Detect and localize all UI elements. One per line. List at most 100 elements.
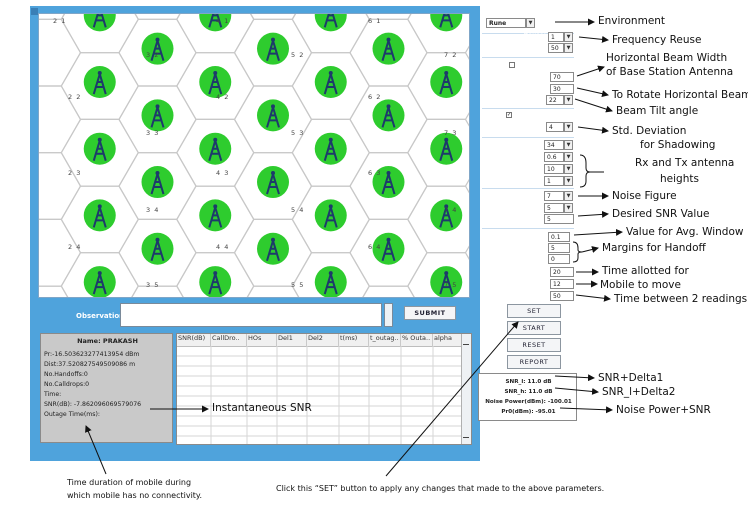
bw-label: BW(MHz): bbox=[509, 205, 542, 211]
antenna-tower-icon bbox=[199, 66, 232, 99]
cell-radius-field[interactable]: 50 bbox=[548, 43, 564, 53]
cell-id-label: 6 2 bbox=[368, 93, 382, 101]
timeslot-field[interactable]: 20 bbox=[550, 267, 574, 277]
annotation-noise-figure: Noise Figure bbox=[612, 190, 677, 202]
annotation-rotate: To Rotate Horizontal Beam bbox=[612, 89, 748, 101]
report-button[interactable]: REPORT bbox=[507, 355, 561, 369]
arrow-icon bbox=[576, 87, 609, 98]
shadowing-checkbox-icon[interactable]: ✓ bbox=[506, 112, 512, 118]
vertical-bw-field[interactable]: 22 bbox=[546, 95, 564, 105]
rotate-field[interactable]: 30 bbox=[550, 84, 574, 94]
bw-dropdown-arrow-icon[interactable]: ▼ bbox=[564, 203, 573, 213]
snr-field[interactable]: 5 bbox=[544, 214, 574, 224]
alpha-field[interactable]: 0.1 bbox=[548, 232, 570, 242]
cell-id-label: 5 3 bbox=[291, 129, 305, 137]
vertical-bw-dropdown-arrow-icon[interactable]: ▼ bbox=[564, 95, 573, 105]
cell-map[interactable] bbox=[38, 13, 470, 298]
ht-field[interactable]: 10 bbox=[544, 164, 564, 174]
result-snr-h: SNR_h: 11.0 dB bbox=[504, 389, 553, 395]
nf-label: nf(dB): bbox=[519, 193, 542, 199]
window-corner-icon bbox=[31, 8, 38, 15]
scroll-up-icon[interactable] bbox=[463, 344, 469, 345]
set-button[interactable]: SET bbox=[507, 304, 561, 318]
antenna-tower-icon bbox=[199, 266, 232, 297]
results-box: SNR_l: 11.0 dB SNR_h: 11.0 dB Noise Powe… bbox=[478, 373, 577, 421]
reuse-label: Reuse: bbox=[523, 33, 546, 39]
annotation-horizontal-bw-1: Horizontal Beam Width bbox=[606, 52, 728, 64]
annotation-snr-delta2: SNR_l+Delta2 bbox=[602, 386, 676, 398]
reuse-field[interactable]: 1 bbox=[548, 32, 564, 42]
alpha-label: Alpha bbox=[525, 234, 544, 240]
environment-select[interactable]: Rune bbox=[486, 18, 526, 28]
table-column-header[interactable]: Del1 bbox=[277, 334, 307, 346]
beam-width-field[interactable]: 70 bbox=[550, 72, 574, 82]
speed-field[interactable]: 50 bbox=[550, 291, 574, 301]
speed-label: Mobile Speed(mps): bbox=[484, 293, 550, 299]
table-column-header[interactable]: t(ms) bbox=[339, 334, 369, 346]
cell-radius-label: Cell Radius(m): bbox=[496, 45, 546, 51]
sigma-dropdown-arrow-icon[interactable]: ▼ bbox=[564, 122, 573, 132]
annotation-tilt: Beam Tilt angle bbox=[616, 105, 699, 117]
cell-id-label: 7 2 bbox=[444, 51, 458, 59]
delta2-field[interactable]: 0 bbox=[548, 254, 570, 264]
antenna-tower-icon bbox=[372, 32, 405, 65]
fc-dropdown-arrow-icon[interactable]: ▼ bbox=[564, 152, 573, 162]
hr-dropdown-arrow-icon[interactable]: ▼ bbox=[564, 176, 573, 186]
antenna-tower-icon bbox=[430, 199, 463, 232]
antenna-tower-icon bbox=[141, 166, 174, 199]
table-column-header[interactable]: Del2 bbox=[307, 334, 339, 346]
observation-scrollbar[interactable] bbox=[384, 303, 393, 327]
pt-field[interactable]: 34 bbox=[544, 140, 564, 150]
delta1-label: Delta1 bbox=[522, 245, 544, 251]
snr-label: SNR(dB): bbox=[512, 216, 542, 222]
avgtime-field[interactable]: 12 bbox=[550, 279, 574, 289]
antenna-tower-icon bbox=[314, 199, 347, 232]
antenna-tower-icon bbox=[83, 266, 116, 297]
arrow-icon bbox=[573, 228, 623, 236]
ht-dropdown-arrow-icon[interactable]: ▼ bbox=[564, 164, 573, 174]
antenna-tower-icon bbox=[83, 66, 116, 99]
arrow-icon bbox=[554, 387, 599, 395]
table-column-header[interactable]: SNR(dB) bbox=[177, 334, 211, 346]
sigma-field[interactable]: 4 bbox=[546, 122, 564, 132]
table-column-header[interactable]: CallDro.. bbox=[211, 334, 247, 346]
table-scrollbar[interactable] bbox=[461, 334, 471, 444]
annotation-time-duration-1: Time duration of mobile during bbox=[67, 478, 192, 487]
reuse-dropdown-arrow-icon[interactable]: ▼ bbox=[564, 32, 573, 42]
antenna-tower-icon bbox=[372, 232, 405, 265]
table-column-header[interactable]: HOs bbox=[247, 334, 277, 346]
observation-input[interactable] bbox=[120, 303, 382, 327]
ht-label: ht(m): bbox=[521, 166, 542, 172]
nf-dropdown-arrow-icon[interactable]: ▼ bbox=[564, 191, 573, 201]
sectored-checkbox-icon[interactable] bbox=[509, 62, 515, 68]
pt-dropdown-arrow-icon[interactable]: ▼ bbox=[564, 140, 573, 150]
info-name: Name: PRAKASH bbox=[77, 337, 138, 345]
bw-field[interactable]: 5 bbox=[544, 203, 564, 213]
annotation-time-allotted-1: Time allotted for bbox=[602, 265, 689, 277]
hr-field[interactable]: 1 bbox=[544, 176, 564, 186]
table-column-header[interactable]: % Outa.. bbox=[401, 334, 433, 346]
cell-id-label: 4 3 bbox=[216, 169, 230, 177]
cell-id-label: 4 2 bbox=[216, 93, 230, 101]
reset-button[interactable]: RESET bbox=[507, 338, 561, 352]
start-button[interactable]: START bbox=[507, 321, 561, 335]
environment-dropdown-arrow-icon[interactable]: ▼ bbox=[526, 18, 535, 28]
annotation-time-between: Time between 2 readings bbox=[614, 293, 748, 305]
delta1-field[interactable]: 5 bbox=[548, 243, 570, 253]
fc-field[interactable]: 0.6 bbox=[544, 152, 564, 162]
nf-field[interactable]: 7 bbox=[544, 191, 564, 201]
arrow-icon bbox=[577, 126, 609, 134]
cell-radius-dropdown-arrow-icon[interactable]: ▼ bbox=[564, 43, 573, 53]
fc-label: fc(GHz): bbox=[515, 154, 542, 160]
hr-label: hRe(m): bbox=[515, 178, 542, 184]
timeslot-label: TimeSlot(s): bbox=[506, 269, 546, 275]
arrow-icon bbox=[578, 35, 609, 43]
cell-id-label: 6 4 bbox=[368, 243, 382, 251]
scroll-down-icon[interactable] bbox=[463, 437, 469, 438]
hexagon-cell bbox=[407, 252, 469, 297]
table-column-header[interactable]: t_outag.. bbox=[369, 334, 401, 346]
submit-button[interactable]: SUBMIT bbox=[404, 306, 456, 320]
arrow-icon bbox=[581, 246, 599, 253]
